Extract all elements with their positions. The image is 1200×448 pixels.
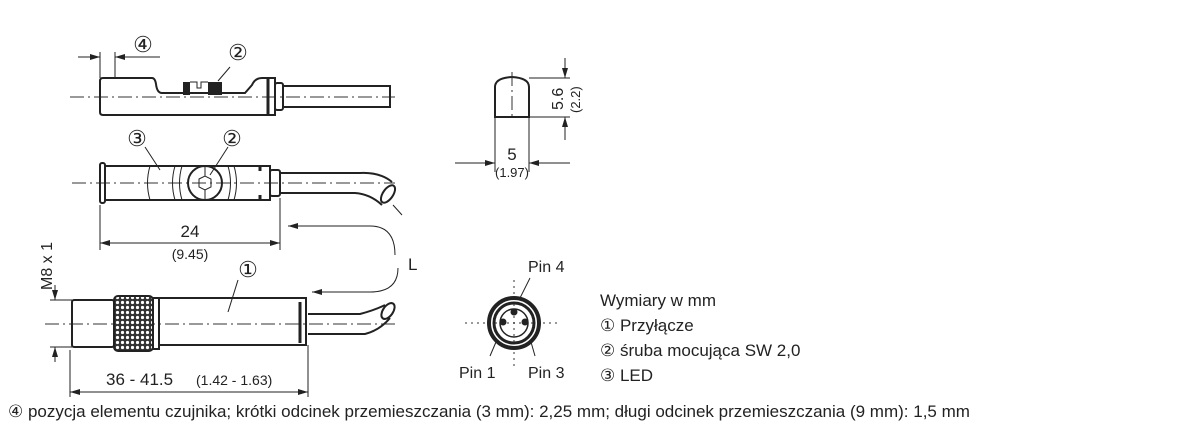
- pin-layout: Pin 4 Pin 1 Pin 3: [459, 259, 565, 382]
- sensor-side-view: ③ ② 24 (9.45) L: [72, 126, 417, 295]
- legend-item: ② śruba mocująca SW 2,0: [600, 341, 801, 360]
- pin-4-label: Pin 4: [528, 259, 565, 276]
- callout-3: ③: [127, 126, 147, 151]
- sensor-cross-section: 5.6 (2.2) 5 (1.97): [455, 58, 583, 180]
- legend-item: ① Przyłącze: [600, 316, 694, 335]
- callout-2-top: ②: [228, 40, 248, 65]
- sensor-connector-view: M8 x 1 ① 36 - 41.5 (1.42 - 1.63): [39, 242, 396, 397]
- callout-2-side: ②: [222, 126, 242, 151]
- dim-height-inch: (2.2): [568, 86, 583, 113]
- dim-width: 5: [507, 145, 516, 164]
- pin-3-label: Pin 3: [528, 365, 565, 382]
- callout-4: ④: [133, 32, 153, 57]
- dim-height: 5.6: [550, 88, 567, 110]
- legend: Wymiary w mm ① Przyłącze ② śruba mocując…: [600, 288, 800, 388]
- dim-thread: M8 x 1: [39, 242, 56, 290]
- callout-1: ①: [238, 257, 258, 282]
- sensor-top-view: ④ ②: [70, 32, 395, 116]
- footnote: ④ pozycja elementu czujnika; krótki odci…: [8, 402, 970, 421]
- dim-total-length-inch: (1.42 - 1.63): [196, 372, 272, 388]
- dim-total-length: 36 - 41.5: [106, 370, 173, 389]
- legend-title: Wymiary w mm: [600, 291, 716, 310]
- pin-1-label: Pin 1: [459, 365, 496, 382]
- dim-24-inch: (9.45): [172, 246, 209, 262]
- legend-item: ③ LED: [600, 366, 654, 385]
- dim-L: L: [408, 255, 417, 274]
- dim-24: 24: [181, 222, 200, 241]
- dim-width-inch: (1.97): [495, 165, 529, 180]
